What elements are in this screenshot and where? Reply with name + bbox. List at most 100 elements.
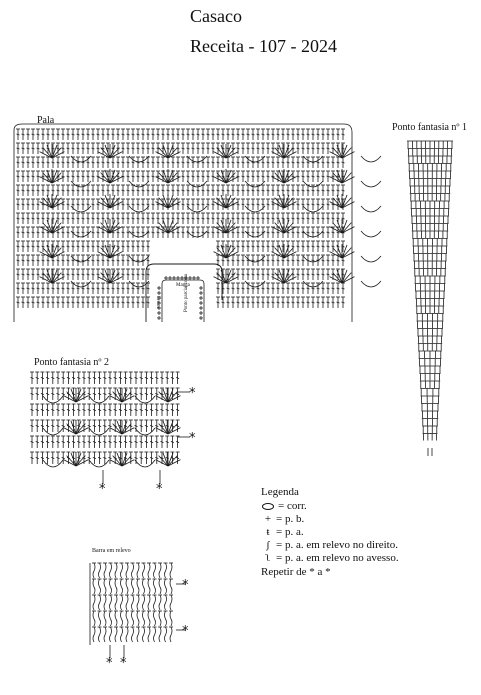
dc-stitch-bar	[196, 217, 200, 220]
dc-stitch-bar	[331, 189, 335, 192]
dc-stitch-bar	[186, 147, 190, 150]
shell-stitch	[167, 427, 181, 435]
dc-stitch-bar	[41, 245, 45, 248]
dc-stitch-bar	[61, 245, 65, 248]
dc-stitch-bar	[331, 273, 335, 276]
dc-stitch-bar	[161, 203, 165, 206]
dc-stitch-bar	[30, 441, 34, 443]
shell-stitch	[155, 176, 169, 184]
dc-stitch-bar	[91, 147, 95, 150]
dc-stitch-bar	[71, 441, 76, 443]
dc-stitch-bar	[51, 259, 55, 262]
dc-stitch-bar	[149, 441, 154, 443]
dc-stitch-bar	[136, 273, 140, 276]
dc-stitch-bar	[97, 457, 102, 459]
dc-stitch-bar	[155, 457, 159, 459]
shell-stitch	[104, 194, 111, 209]
shell-stitch	[332, 222, 343, 234]
dc-stitch-bar	[311, 147, 315, 150]
dc-stitch-bar	[256, 245, 260, 248]
dc-stitch-bar	[139, 441, 143, 443]
dc-stitch-bar	[111, 301, 115, 304]
dc-stitch-bar	[91, 217, 95, 220]
dc-stitch-bar	[66, 147, 70, 150]
dc-stitch-bar	[336, 231, 340, 234]
shell-stitch	[116, 420, 123, 435]
dc-stitch-bar	[61, 133, 65, 136]
dc-stitch-bar	[126, 259, 130, 262]
dc-stitch-bar	[91, 245, 95, 248]
shell-stitch	[51, 151, 65, 159]
dc-stitch-bar	[251, 287, 255, 290]
shell-stitch	[155, 427, 169, 435]
dc-stitch-bar	[271, 301, 275, 304]
dc-stitch-bar	[26, 245, 30, 248]
relevo-stitch	[147, 578, 151, 595]
dc-stitch-bar	[76, 287, 80, 290]
relevo-stitch	[98, 578, 101, 595]
dc-stitch-bar	[241, 189, 245, 192]
shell-stitch	[332, 172, 343, 184]
dc-stitch-bar	[91, 175, 95, 178]
shell-stitch	[155, 459, 169, 467]
dc-stitch-bar	[36, 203, 40, 206]
repeat-asterisk: *	[106, 656, 113, 671]
dc-stitch-bar	[311, 175, 315, 178]
shell-stitch	[51, 244, 58, 259]
dc-stitch-bar	[331, 287, 335, 290]
dc-stitch-bar	[146, 273, 150, 276]
dc-stitch-bar	[31, 133, 35, 136]
dc-stitch-bar	[261, 259, 265, 262]
shell-stitch	[216, 222, 227, 234]
relevo-stitch	[153, 610, 156, 627]
dc-stitch-bar	[106, 189, 110, 192]
dc-stitch-bar	[82, 393, 86, 395]
shell-stitch	[121, 388, 128, 403]
dc-stitch-bar	[201, 231, 205, 234]
shell-stitch	[220, 244, 227, 259]
dc-stitch-bar	[71, 217, 75, 220]
shell-stitch	[341, 269, 348, 284]
dc-stitch-bar	[106, 245, 110, 248]
v-stitch	[88, 427, 110, 436]
dc-stitch-bar	[226, 175, 230, 178]
shell-stitch	[341, 272, 352, 284]
shell-stitch	[155, 226, 169, 234]
dc-stitch-bar	[326, 287, 330, 290]
dc-stitch-bar	[134, 425, 138, 427]
dc-stitch-bar	[131, 147, 135, 150]
v-stitch	[186, 180, 208, 188]
dc-stitch-bar	[97, 409, 102, 411]
dc-stitch-bar	[281, 287, 285, 290]
relevo-stitch	[120, 594, 123, 611]
dc-stitch-bar	[296, 147, 300, 150]
dc-stitch-bar	[61, 203, 65, 206]
dc-stitch-bar	[56, 147, 60, 150]
dc-stitch-bar	[21, 287, 25, 290]
dc-stitch-bar	[111, 147, 115, 150]
shell-stitch	[51, 247, 62, 259]
relevo-stitch	[164, 578, 167, 595]
dc-stitch-bar	[96, 273, 100, 276]
dc-stitch-bar	[111, 259, 115, 262]
dc-stitch-bar	[261, 175, 265, 178]
manga-inner	[161, 279, 205, 322]
dc-stitch-bar	[216, 231, 220, 234]
dc-stitch-bar	[301, 287, 305, 290]
shell-stitch	[225, 276, 239, 284]
v-stitch	[244, 205, 266, 213]
dc-stitch-bar	[101, 301, 105, 304]
dc-stitch-bar	[129, 409, 133, 411]
dc-stitch-bar	[251, 245, 255, 248]
dc-stitch-bar	[16, 161, 20, 164]
dc-stitch-bar	[76, 217, 80, 220]
dc-stitch-bar	[61, 217, 65, 220]
shell-stitch	[100, 147, 111, 159]
shell-stitch	[341, 251, 355, 259]
relevo-stitch	[103, 626, 107, 643]
dc-stitch-bar	[261, 245, 265, 248]
dc-stitch-bar	[91, 287, 95, 290]
dc-stitch-bar	[61, 161, 65, 164]
dc-stitch-bar	[201, 147, 205, 150]
dc-stitch-bar	[86, 161, 90, 164]
